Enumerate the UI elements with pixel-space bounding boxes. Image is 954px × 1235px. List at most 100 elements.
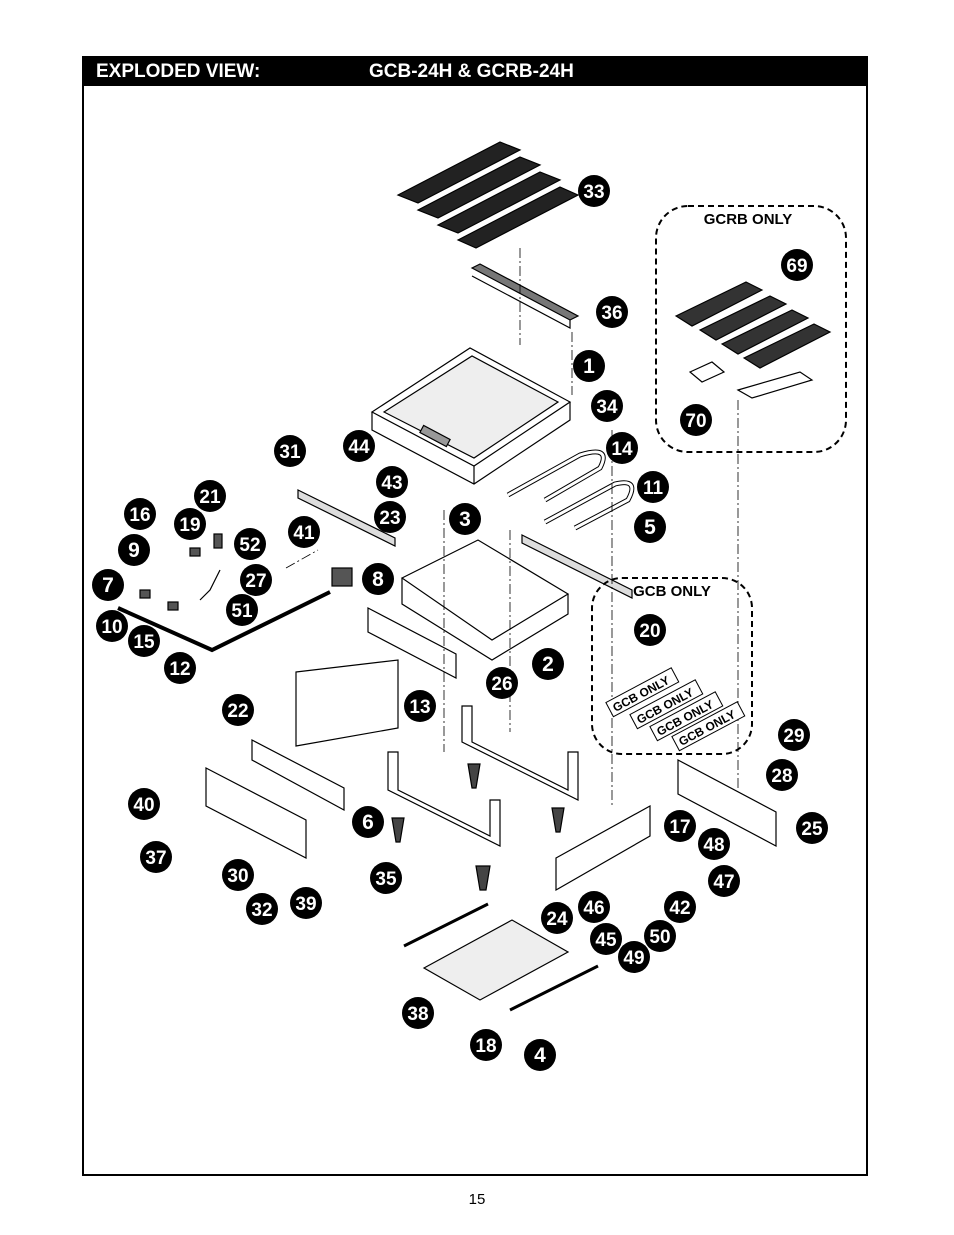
callout-18: 18 <box>470 1029 502 1061</box>
bracket-right <box>521 534 633 599</box>
callout-number: 24 <box>546 909 568 930</box>
callout-number: 69 <box>786 256 807 277</box>
callout-bubble <box>541 902 573 934</box>
callout-bubble <box>288 516 320 548</box>
callout-number: 29 <box>783 726 804 747</box>
callout-4: 4 <box>524 1039 556 1071</box>
callout-45: 45 <box>590 923 622 955</box>
callout-17: 17 <box>664 810 696 842</box>
callout-number: 52 <box>239 535 260 556</box>
callout-number: 42 <box>669 898 690 919</box>
callout-29: 29 <box>778 719 810 751</box>
callout-number: 43 <box>381 473 402 494</box>
callout-14: 14 <box>606 432 638 464</box>
callout-32: 32 <box>246 893 278 925</box>
callout-bubble <box>404 690 436 722</box>
control-panel-left <box>205 767 307 859</box>
callout-number: 6 <box>362 811 374 834</box>
callout-number: 5 <box>644 516 656 539</box>
callout-1: 1 <box>573 350 605 382</box>
callout-21: 21 <box>194 480 226 512</box>
side-panel-right <box>555 804 651 892</box>
callout-9: 9 <box>118 534 150 566</box>
gas-manifold <box>117 590 331 653</box>
callout-24: 24 <box>541 902 573 934</box>
callout-37: 37 <box>140 841 172 873</box>
callout-bubble <box>234 528 266 560</box>
callout-number: 16 <box>129 505 150 526</box>
cooking-body <box>370 347 572 485</box>
callout-bubble <box>402 997 434 1029</box>
callout-44: 44 <box>343 430 375 462</box>
callout-number: 3 <box>459 508 471 531</box>
callout-31: 31 <box>274 435 306 467</box>
callout-bubble <box>92 569 124 601</box>
callout-number: 41 <box>293 523 315 544</box>
callout-22: 22 <box>222 694 254 726</box>
callout-bubble <box>290 887 322 919</box>
side-panel-left <box>295 659 399 747</box>
callout-bubble <box>274 435 306 467</box>
callout-30: 30 <box>222 859 254 891</box>
callout-12: 12 <box>164 652 196 684</box>
callout-10: 10 <box>96 610 128 642</box>
callout-number: 19 <box>179 515 200 536</box>
callout-49: 49 <box>618 941 650 973</box>
header-title: EXPLODED VIEW: <box>96 61 261 82</box>
callout-bubble <box>449 503 481 535</box>
callout-number: 37 <box>145 848 166 869</box>
callout-number: 44 <box>348 437 370 458</box>
callout-bubble <box>618 941 650 973</box>
callout-bubble <box>590 923 622 955</box>
callout-number: 22 <box>227 701 248 722</box>
callout-bubble <box>194 480 226 512</box>
callout-bubble <box>796 812 828 844</box>
leg-bracket-right <box>461 705 579 801</box>
page-number: 15 <box>468 1191 486 1208</box>
callout-bubble <box>573 350 605 382</box>
callout-13: 13 <box>404 690 436 722</box>
callout-bubble <box>634 614 666 646</box>
callout-23: 23 <box>374 501 406 533</box>
callout-bubble <box>246 893 278 925</box>
callout-3: 3 <box>449 503 481 535</box>
callout-48: 48 <box>698 828 730 860</box>
callout-bubble <box>240 564 272 596</box>
callout-38: 38 <box>402 997 434 1029</box>
callout-bubble <box>578 175 610 207</box>
gcb-region <box>591 577 753 755</box>
grease-rail <box>470 263 580 321</box>
callout-bubble <box>222 694 254 726</box>
front-panel-left <box>251 739 345 812</box>
callout-bubble <box>578 891 610 923</box>
front-plate <box>367 607 457 679</box>
callout-number: 30 <box>227 866 248 887</box>
callout-bubble <box>470 1029 502 1061</box>
header-models: GCB-24H & GCRB-24H <box>369 61 574 82</box>
diagram-frame: EXPLODED VIEW: GCB-24H & GCRB-24H <box>82 56 868 1176</box>
callout-number: 12 <box>169 659 190 680</box>
callout-bubble <box>524 1039 556 1071</box>
callout-number: 38 <box>407 1004 428 1025</box>
callout-19: 19 <box>174 508 206 540</box>
callout-42: 42 <box>664 891 696 923</box>
callout-46: 46 <box>578 891 610 923</box>
callout-28: 28 <box>766 759 798 791</box>
callout-number: 39 <box>295 894 316 915</box>
callout-bubble <box>532 648 564 680</box>
callout-bubble <box>698 828 730 860</box>
callout-47: 47 <box>708 865 740 897</box>
callout-number: 48 <box>703 835 724 856</box>
callout-34: 34 <box>591 390 623 422</box>
callout-number: 50 <box>649 927 670 948</box>
gas-valve <box>331 567 353 587</box>
drip-pan <box>422 919 570 1001</box>
callout-number: 47 <box>713 872 734 893</box>
callout-bubble <box>174 508 206 540</box>
gcb-only-strips: GCB ONLY GCB ONLY GCB ONLY GCB ONLY <box>605 667 746 752</box>
callout-number: 46 <box>583 898 604 919</box>
callout-number: 11 <box>643 478 664 499</box>
gcrb-only-label: GCRB ONLY <box>704 211 793 228</box>
callout-bubble <box>370 862 402 894</box>
